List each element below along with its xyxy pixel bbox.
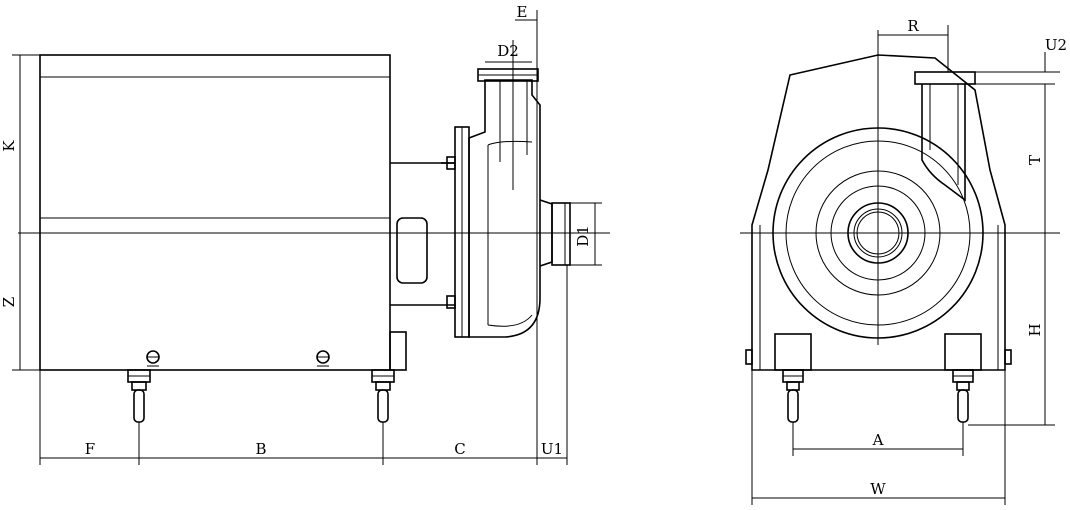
front-dimensions: R U2 T H A W: [751, 17, 1067, 505]
front-foot-left: [774, 333, 812, 423]
motor-end-cover: [751, 54, 1006, 371]
dim-label-z: Z: [0, 297, 18, 307]
outlet-pipe-front: [921, 84, 966, 202]
pump-casing-side: [468, 79, 541, 338]
dim-label-d2: D2: [497, 42, 519, 60]
front-view: [740, 30, 1060, 423]
dim-label-u2: U2: [1045, 36, 1067, 54]
dim-label-h: H: [1026, 323, 1044, 336]
front-side-bolt-left: [745, 349, 753, 365]
side-foot-right: [371, 369, 395, 423]
outlet-flange-front: [914, 71, 976, 85]
dim-label-w: W: [870, 480, 886, 498]
side-dimensions: K Z E D2 D1 F B C U1: [0, 3, 602, 465]
dim-label-t: T: [1026, 155, 1044, 165]
dim-label-b: B: [255, 440, 266, 458]
dim-label-d1: D1: [574, 225, 592, 247]
front-foot-right: [944, 333, 982, 423]
dim-label-c: C: [454, 440, 465, 458]
dim-label-a: A: [872, 431, 884, 449]
dim-label-r: R: [907, 17, 919, 35]
dim-label-u1: U1: [541, 440, 563, 458]
motor-housing: [39, 54, 391, 371]
dim-label-f: F: [85, 440, 95, 458]
side-foot-left: [127, 369, 151, 423]
side-view: [18, 40, 610, 423]
front-side-bolt-right: [1004, 349, 1012, 365]
dim-label-e: E: [517, 3, 528, 21]
dim-label-k: K: [0, 140, 18, 152]
inlet-nozzle-side: [551, 202, 571, 266]
bracket-bolt-bottom: [446, 295, 456, 309]
